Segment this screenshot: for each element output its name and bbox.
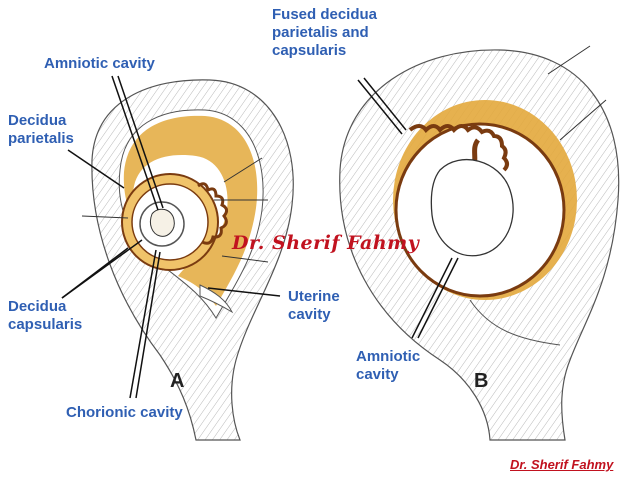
uterine-cavity-space-a (199, 284, 234, 314)
watermark-credit: Dr. Sherif Fahmy (232, 232, 420, 254)
arrow-chorionic-cavity-2 (135, 251, 161, 399)
uterus-b (339, 45, 620, 441)
arrow-fused-decidua (357, 79, 403, 135)
footer-credit: Dr. Sherif Fahmy (510, 457, 614, 472)
uterine-cervix-b (469, 299, 561, 346)
decidua-parietalis-layer-a (123, 115, 258, 306)
arrow-amniotic-cavity-a (111, 75, 159, 211)
label-decidua-parietalis: Decidua parietalis (8, 112, 74, 147)
label-uterine-cavity: Uterine cavity (288, 288, 340, 323)
arrow-fused-decidua-2 (363, 77, 407, 131)
placenta-villi-b (408, 124, 509, 172)
chorionic-villi-a (197, 182, 229, 245)
embryo-a (149, 208, 175, 237)
arrow-amniotic-cavity-b-2 (417, 257, 459, 339)
label-decidua-capsularis: Decidua capsularis (8, 298, 83, 333)
pointer-line-b2 (547, 45, 591, 75)
arrow-chorionic-cavity (129, 249, 157, 399)
label-amniotic-cavity-b: Amniotic cavity (356, 348, 421, 383)
arrow-amniotic-cavity-b (411, 257, 453, 339)
arrow-amniotic-cavity-a-2 (117, 75, 164, 209)
label-arrows (61, 75, 459, 399)
arrow-decidua-parietalis (67, 149, 125, 189)
panel-letter-a: A (170, 370, 185, 392)
pointer-line-b1 (559, 99, 607, 141)
pointer-line-a4 (81, 215, 129, 219)
pointer-line-a3 (221, 255, 269, 263)
label-chorionic-cavity: Chorionic cavity (66, 404, 183, 421)
label-amniotic-cavity-a: Amniotic cavity (44, 55, 155, 72)
arrow-uterine-cavity (207, 287, 281, 297)
label-fused-decidua: Fused decidua parietalis and capsularis (272, 6, 378, 59)
fetus-b (430, 158, 514, 257)
panel-letter-b: B (474, 370, 489, 392)
arrow-decidua-capsularis-2 (61, 247, 129, 299)
pointer-line-a2 (223, 157, 263, 183)
uterus-a (81, 79, 294, 441)
